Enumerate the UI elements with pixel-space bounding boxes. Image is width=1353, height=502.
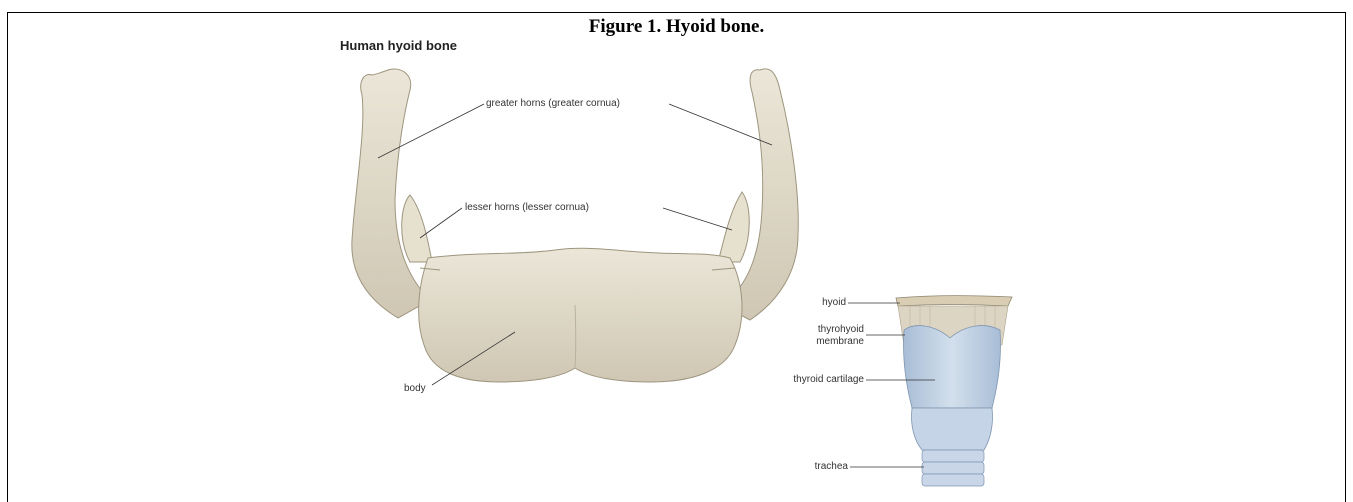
label-trachea: trachea <box>790 461 848 473</box>
label-body: body <box>404 383 426 395</box>
label-lesser-horns: lesser horns (lesser cornua) <box>465 202 589 214</box>
left-greater-horn <box>352 69 430 318</box>
label-hyoid: hyoid <box>790 297 846 309</box>
label-membrane: membrane <box>790 336 864 348</box>
label-greater-horns: greater horns (greater cornua) <box>486 98 620 110</box>
cricoid-cartilage <box>911 408 992 450</box>
hyoid-bone-drawing <box>352 69 798 382</box>
left-lesser-horn <box>402 195 432 262</box>
larynx-hyoid <box>896 296 1012 306</box>
larynx-drawing <box>896 296 1012 486</box>
trachea-rings <box>922 450 984 486</box>
label-thyroid-cartilage: thyroid cartilage <box>740 374 864 386</box>
label-thyrohyoid: thyrohyoid <box>790 324 864 336</box>
hyoid-body <box>419 248 742 382</box>
thyroid-cartilage <box>903 326 1000 408</box>
